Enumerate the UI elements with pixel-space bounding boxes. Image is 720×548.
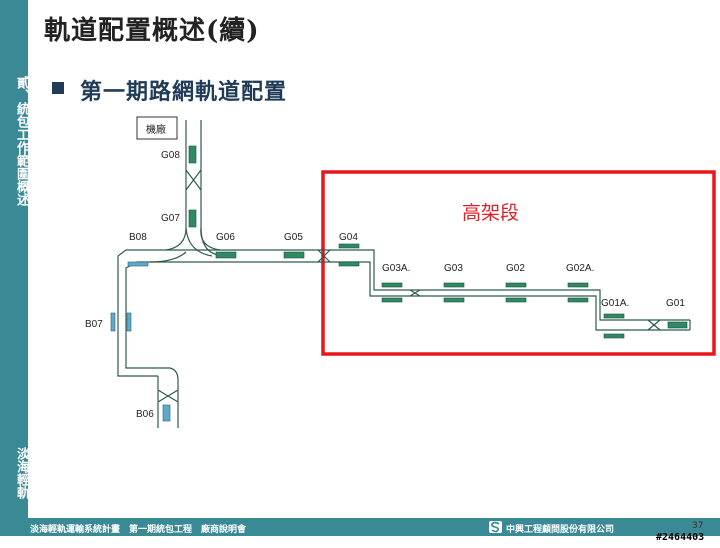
page-number: 37	[692, 521, 704, 531]
label-b06: B06	[136, 409, 154, 420]
platform-g02-upper	[505, 282, 527, 288]
platform-g02a-upper	[567, 282, 589, 288]
label-g05: G05	[284, 232, 303, 243]
platform-b07-right	[126, 312, 132, 332]
depot-label: 機廠	[146, 123, 166, 136]
platform-g02a-lower	[567, 297, 589, 303]
platform-g01a-lower	[603, 333, 625, 339]
elevated-section-box	[321, 170, 716, 356]
label-b07: B07	[85, 319, 103, 330]
footer-project-text: 淡海輕軌運輸系統計畫 第一期統包工程 廠商說明會	[30, 525, 247, 535]
platform-g07	[188, 209, 197, 228]
sidebar-project-label: 淡海輕軌	[14, 447, 29, 499]
blue-platforms	[110, 261, 171, 422]
platform-g02-lower	[505, 297, 527, 303]
platform-b07-left	[110, 312, 116, 332]
label-g01: G01	[666, 298, 685, 309]
footer-company-text: 中興工程顧問股份有限公司	[506, 525, 615, 535]
platform-g04-lower	[338, 261, 360, 267]
station-labels: G08 G07 B08 G06 G05 G04 G03A. G03 G02 G0…	[85, 150, 685, 420]
platform-g01	[667, 321, 688, 329]
track-layout-diagram: 高架段 機廠	[85, 116, 716, 428]
label-g03: G03	[444, 263, 463, 274]
label-b08: B08	[129, 232, 147, 243]
platform-g05	[283, 251, 305, 259]
track-lines	[117, 120, 691, 428]
company-logo-icon	[489, 521, 502, 533]
label-g02: G02	[506, 263, 525, 274]
platform-g03-lower	[443, 297, 465, 303]
platform-g01a-upper	[603, 313, 625, 319]
platform-b06	[162, 404, 171, 422]
footer-band	[0, 518, 720, 536]
depot-box	[136, 116, 178, 140]
platform-g08	[188, 145, 197, 164]
page-title: 軌道配置概述(續)	[44, 16, 260, 46]
sidebar-band	[0, 0, 28, 520]
platform-g06	[215, 251, 237, 259]
bullet-square	[52, 82, 64, 94]
label-g04: G04	[339, 232, 358, 243]
label-g06: G06	[216, 232, 235, 243]
image-watermark: #2464403	[656, 532, 705, 543]
label-g01a: G01A.	[601, 298, 629, 309]
label-g08: G08	[161, 150, 180, 161]
label-g02a: G02A.	[566, 263, 594, 274]
label-g07: G07	[161, 213, 180, 224]
label-g03a: G03A.	[382, 263, 410, 274]
green-platforms	[188, 145, 688, 339]
platform-g04-upper	[338, 243, 360, 249]
platform-g03-upper	[443, 282, 465, 288]
platform-b08	[127, 261, 149, 267]
platform-g03a-upper	[381, 282, 403, 288]
elevated-section-label: 高架段	[462, 202, 519, 224]
section-subtitle: 第一期路網軌道配置	[80, 79, 288, 105]
platform-g03a-lower	[381, 297, 403, 303]
sidebar-section-label: 貳、統包工作範圍概述	[14, 76, 29, 206]
